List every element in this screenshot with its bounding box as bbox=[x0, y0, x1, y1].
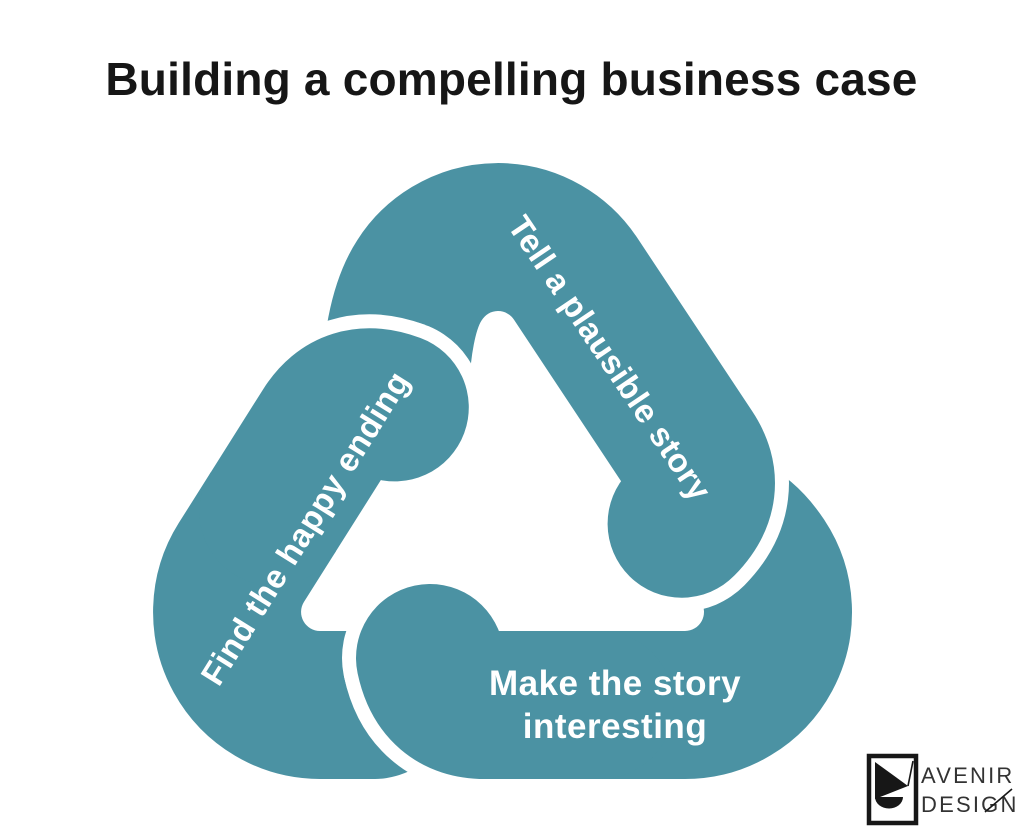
triangle-segment-bottom-head bbox=[342, 570, 674, 793]
label-make-story-line2: interesting bbox=[523, 707, 707, 746]
logo-design-n-flourish bbox=[984, 788, 1013, 813]
triangle-segment-right bbox=[306, 149, 789, 612]
logo-text-avenir: AVENIR bbox=[921, 763, 1014, 788]
label-make-story-interesting: Make the story interesting bbox=[489, 664, 741, 746]
triangle-segment-left-head bbox=[198, 314, 483, 586]
logo-mark-icon bbox=[866, 753, 919, 826]
avenir-design-logo: AVENIR DESIGN bbox=[866, 753, 1019, 826]
logo-text-design: DESIGN bbox=[921, 792, 1019, 817]
page-title: Building a compelling business case bbox=[105, 53, 918, 105]
label-make-story-line1: Make the story bbox=[489, 664, 741, 703]
